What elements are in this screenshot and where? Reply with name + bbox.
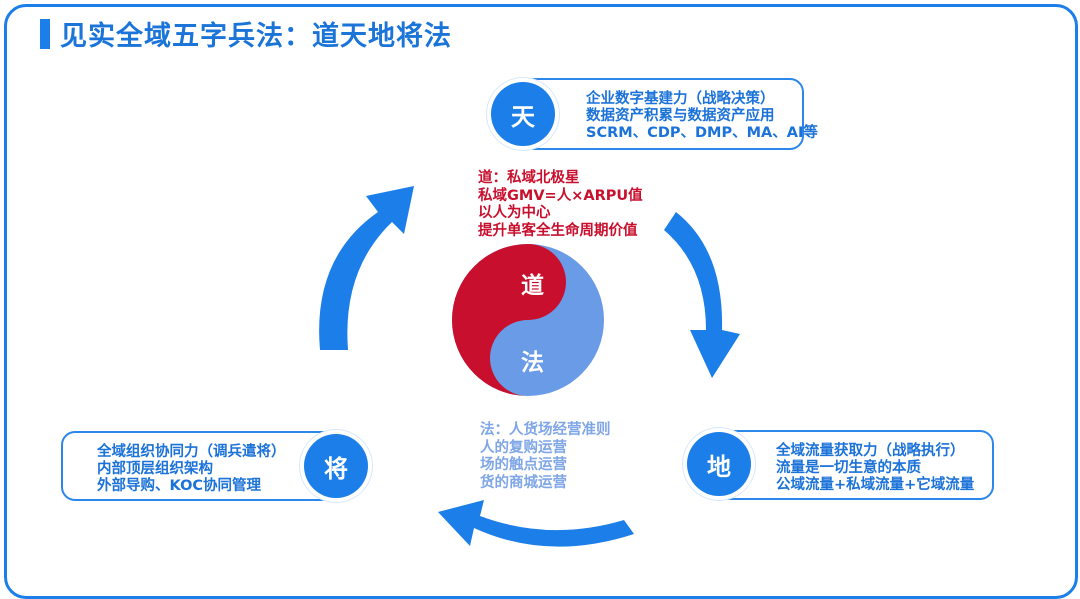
fa-line-2: 人的复购运营 xyxy=(480,439,567,456)
fa-line-4: 货的商城运营 xyxy=(480,474,567,491)
jiang-box: 全域组织协同力（调兵遣将） 内部顶层组织架构 外部导购、KOC协同管理 xyxy=(61,431,346,501)
dao-label: 道 xyxy=(521,273,544,299)
di-line-3: 公域流量+私域流量+它域流量 xyxy=(776,477,975,493)
arrow-di-to-jiang xyxy=(438,500,634,547)
jiang-line-3: 外部导购、KOC协同管理 xyxy=(97,478,262,494)
tian-line-1: 企业数字基建力（战略决策） xyxy=(586,91,775,107)
jiang-line-2: 内部顶层组织架构 xyxy=(97,461,213,477)
jiang-line-1: 全域组织协同力（调兵遣将） xyxy=(97,444,286,460)
tian-line-3: SCRM、CDP、DMP、MA、AI等 xyxy=(586,125,818,141)
jiang-badge: 将 xyxy=(304,434,368,498)
dao-line-4: 提升单客全生命周期价值 xyxy=(478,222,638,239)
dao-line-1: 道：私域北极星 xyxy=(478,170,580,186)
title-accent-bar xyxy=(40,19,50,49)
page-title: 见实全域五字兵法：道天地将法 xyxy=(60,21,452,52)
fa-description: 法：人货场经营准则 人的复购运营 场的触点运营 货的商城运营 xyxy=(480,422,611,492)
fa-line-1: 法：人货场经营准则 xyxy=(480,422,611,438)
di-badge: 地 xyxy=(687,432,751,496)
di-line-2: 流量是一切生意的本质 xyxy=(776,460,921,476)
arrow-jiang-to-tian xyxy=(319,186,414,350)
tian-box: 企业数字基建力（战略决策） 数据资产积累与数据资产应用 SCRM、CDP、DMP… xyxy=(520,78,818,150)
dao-description: 道：私域北极星 私域GMV=人×ARPU值 以人为中心 提升单客全生命周期价值 xyxy=(478,170,643,240)
tian-badge: 天 xyxy=(491,82,555,146)
dao-line-2: 私域GMV=人×ARPU值 xyxy=(478,187,643,204)
di-line-1: 全域流量获取力（战略执行） xyxy=(776,443,965,459)
dao-line-3: 以人为中心 xyxy=(478,205,551,221)
yin-yang-symbol xyxy=(452,244,604,396)
tian-line-2: 数据资产积累与数据资产应用 xyxy=(586,108,775,124)
arrow-tian-to-di xyxy=(664,212,740,378)
fa-label: 法 xyxy=(521,350,544,376)
di-box: 全域流量获取力（战略执行） 流量是一切生意的本质 公域流量+私域流量+它域流量 xyxy=(712,430,994,500)
fa-line-3: 场的触点运营 xyxy=(480,457,567,473)
